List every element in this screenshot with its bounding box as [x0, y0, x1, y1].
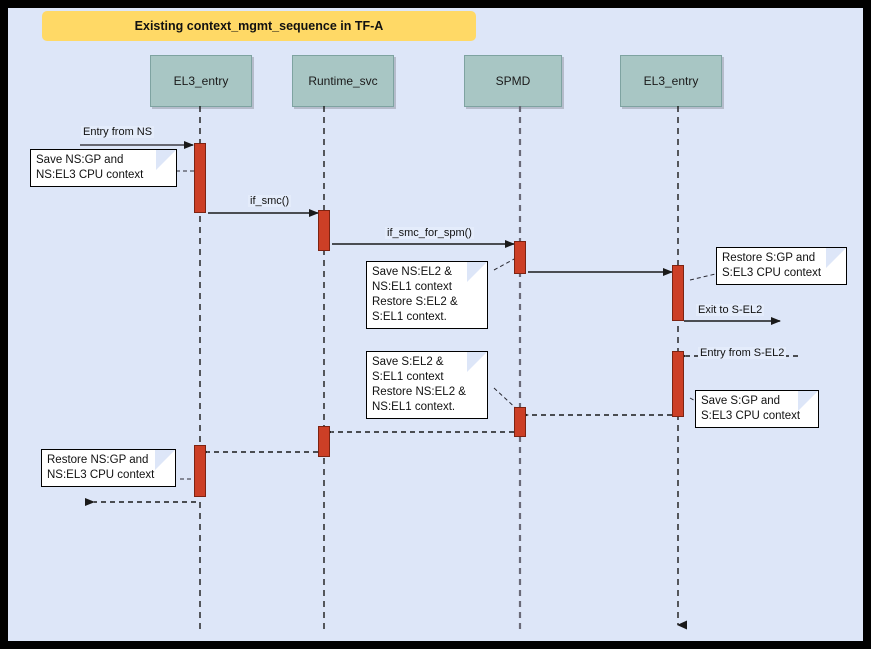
activation-bar-runtime-svc-1: [318, 210, 330, 251]
note-line: S:EL1 context.: [372, 311, 447, 323]
activation-bar-el3-entry-left-1: [194, 143, 206, 213]
note-line: Restore NS:EL2 &: [372, 386, 466, 398]
lifeline-label: SPMD: [495, 74, 531, 88]
activation-bar-runtime-svc-2: [318, 426, 330, 457]
note-restore-s-gp-context: Restore S:GP and S:EL3 CPU context: [716, 247, 847, 285]
note-line: NS:EL3 CPU context: [47, 469, 155, 481]
note-line: Restore NS:GP and: [47, 454, 149, 466]
note-save-s-gp-context: Save S:GP and S:EL3 CPU context: [695, 390, 819, 428]
note-restore-ns-gp-context: Restore NS:GP and NS:EL3 CPU context: [41, 449, 176, 487]
note-line: Save S:EL2 &: [372, 356, 444, 368]
lifeline-head-el3-entry-right[interactable]: EL3_entry: [620, 55, 722, 107]
note-line: NS:EL1 context.: [372, 401, 456, 413]
activation-bar-spmd-1: [514, 241, 526, 274]
note-line: Restore S:GP and: [722, 252, 816, 264]
note-line: Restore S:EL2 &: [372, 296, 458, 308]
activation-bar-spmd-2: [514, 407, 526, 437]
note-save-ns-gp-context: Save NS:GP and NS:EL3 CPU context: [30, 149, 177, 187]
lifeline-label: EL3_entry: [643, 74, 699, 88]
note-connector-save-ns-el2: [493, 257, 517, 271]
lifeline-label: EL3_entry: [173, 74, 229, 88]
note-line: S:EL3 CPU context: [722, 267, 822, 279]
note-save-ns-el2-restore-s-el2: Save NS:EL2 & NS:EL1 context Restore S:E…: [366, 261, 488, 329]
message-label-if-smc-for-spm: if_smc_for_spm(): [385, 227, 474, 239]
diagram-title-banner: Existing context_mgmt_sequence in TF-A: [42, 11, 476, 41]
diagram-canvas: Existing context_mgmt_sequence in TF-A E…: [8, 8, 863, 641]
message-label-exit-to-s-el2: Exit to S-EL2: [696, 304, 765, 316]
message-label-entry-from-ns: Entry from NS: [81, 126, 155, 138]
note-line: Save NS:GP and: [36, 154, 124, 166]
lifeline-head-runtime-svc[interactable]: Runtime_svc: [292, 55, 394, 107]
activation-bar-el3-entry-left-2: [194, 445, 206, 497]
message-label-entry-from-s-el2: Entry from S-EL2: [698, 347, 787, 359]
activation-bar-el3-entry-right-2: [672, 351, 684, 417]
note-line: Save NS:EL2 &: [372, 266, 452, 278]
note-line: NS:EL3 CPU context: [36, 169, 144, 181]
lifeline-head-el3-entry-left[interactable]: EL3_entry: [150, 55, 252, 107]
message-label-if-smc: if_smc(): [248, 195, 292, 207]
note-line: S:EL1 context: [372, 371, 444, 383]
note-line: Save S:GP and: [701, 395, 781, 407]
note-save-s-el2-restore-ns-el2: Save S:EL2 & S:EL1 context Restore NS:EL…: [366, 351, 488, 419]
note-line: S:EL3 CPU context: [701, 410, 801, 422]
lifeline-label: Runtime_svc: [308, 74, 378, 88]
note-line: NS:EL1 context: [372, 281, 452, 293]
lifeline-head-spmd[interactable]: SPMD: [464, 55, 562, 107]
activation-bar-el3-entry-right-1: [672, 265, 684, 321]
page-title: Existing context_mgmt_sequence in TF-A: [134, 19, 384, 33]
